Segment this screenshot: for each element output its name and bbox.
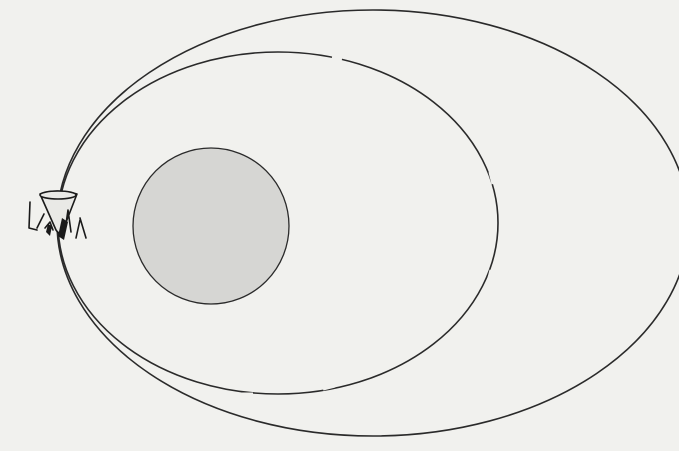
spacecraft-icon (29, 191, 86, 240)
planet (133, 148, 289, 304)
